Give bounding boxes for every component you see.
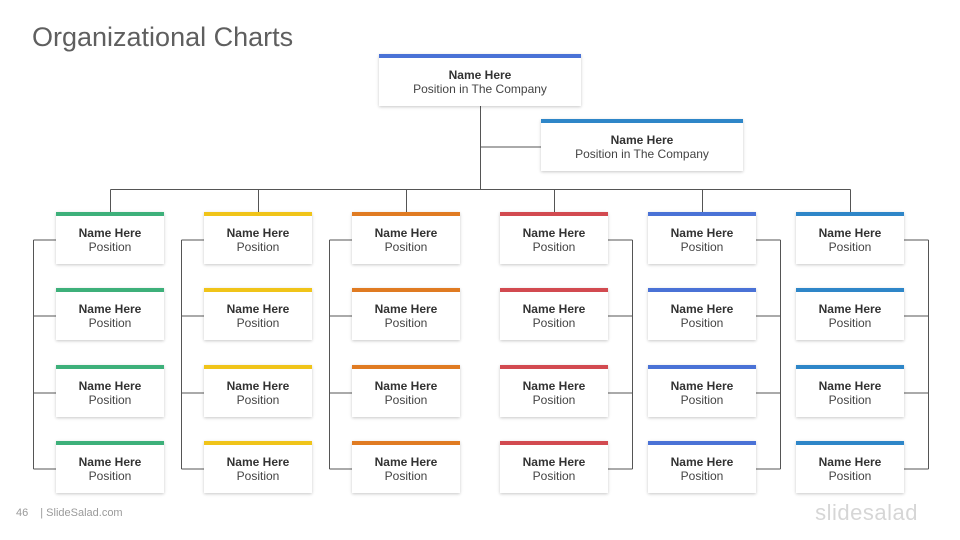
member-position: Position xyxy=(236,393,280,407)
member-name: Name Here xyxy=(226,455,290,469)
member-name: Name Here xyxy=(78,302,142,316)
member-position: Position xyxy=(88,469,132,483)
member-position: Position in The Company xyxy=(575,147,709,161)
member-name: Name Here xyxy=(374,379,438,393)
member-name: Name Here xyxy=(522,302,586,316)
page-number: 46 xyxy=(16,507,29,519)
member-name: Name Here xyxy=(78,455,142,469)
member-name: Name Here xyxy=(522,379,586,393)
brand-logo: slidesalad xyxy=(815,500,918,525)
member-position: Position xyxy=(680,469,724,483)
member-position: Position xyxy=(236,316,280,330)
member-name: Name Here xyxy=(226,226,290,240)
member-name: Name Here xyxy=(818,379,882,393)
member-name: Name Here xyxy=(374,226,438,240)
slide-title: Organizational Charts xyxy=(32,22,294,52)
member-name: Name Here xyxy=(818,455,882,469)
slide-footer: 46 | SlideSalad.com xyxy=(16,507,123,519)
member-position: Position xyxy=(532,240,576,254)
member-position: Position in The Company xyxy=(413,82,547,96)
member-position: Position xyxy=(532,469,576,483)
member-position: Position xyxy=(384,316,428,330)
member-name: Name Here xyxy=(610,133,674,147)
member-name: Name Here xyxy=(78,226,142,240)
member-position: Position xyxy=(828,469,872,483)
member-name: Name Here xyxy=(818,302,882,316)
member-position: Position xyxy=(680,316,724,330)
member-name: Name Here xyxy=(818,226,882,240)
member-name: Name Here xyxy=(374,455,438,469)
member-name: Name Here xyxy=(374,302,438,316)
member-position: Position xyxy=(236,469,280,483)
member-position: Position xyxy=(532,393,576,407)
member-position: Position xyxy=(680,393,724,407)
member-position: Position xyxy=(384,393,428,407)
member-name: Name Here xyxy=(78,379,142,393)
footer-site: | SlideSalad.com xyxy=(40,507,123,519)
member-position: Position xyxy=(384,469,428,483)
member-name: Name Here xyxy=(226,379,290,393)
member-position: Position xyxy=(680,240,724,254)
member-name: Name Here xyxy=(226,302,290,316)
member-position: Position xyxy=(88,316,132,330)
member-position: Position xyxy=(88,393,132,407)
member-name: Name Here xyxy=(670,379,734,393)
member-position: Position xyxy=(88,240,132,254)
member-position: Position xyxy=(236,240,280,254)
member-position: Position xyxy=(828,316,872,330)
member-name: Name Here xyxy=(670,226,734,240)
member-name: Name Here xyxy=(522,455,586,469)
member-position: Position xyxy=(384,240,428,254)
member-name: Name Here xyxy=(670,455,734,469)
member-position: Position xyxy=(828,240,872,254)
member-position: Position xyxy=(532,316,576,330)
member-name: Name Here xyxy=(522,226,586,240)
member-name: Name Here xyxy=(448,68,512,82)
member-position: Position xyxy=(828,393,872,407)
member-name: Name Here xyxy=(670,302,734,316)
